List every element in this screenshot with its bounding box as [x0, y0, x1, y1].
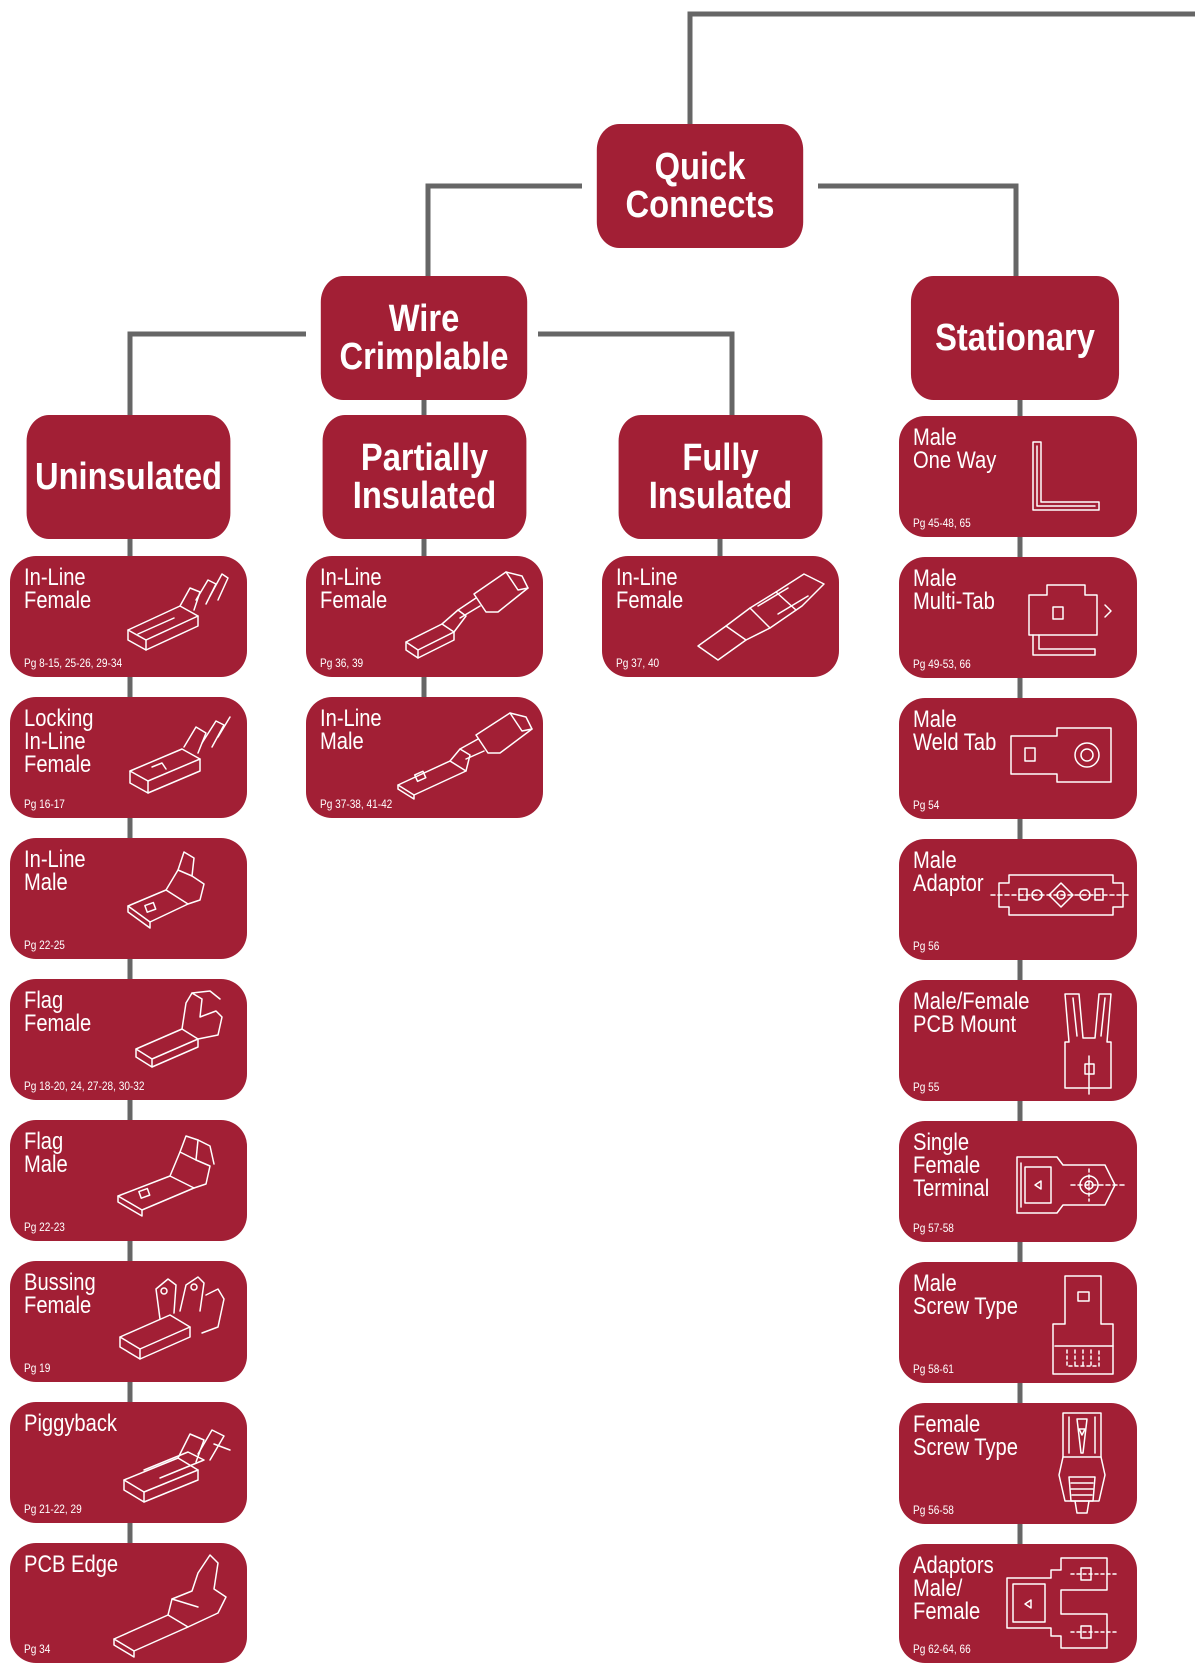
leaf-label: In-Line Female [616, 564, 684, 614]
leaf-pages: Pg 36, 39 [320, 656, 364, 670]
partially-insulated-node[interactable]: Partially Insulated [322, 415, 527, 539]
leaf-pages: Pg 45-48, 65 [913, 516, 971, 530]
fully-insulated-female-terminal-icon [697, 573, 825, 661]
in-line-female-terminal-icon [127, 573, 229, 651]
leaf-label: Bussing Female [24, 1269, 96, 1319]
leaf-pages: Pg 8-15, 25-26, 29-34 [24, 656, 123, 670]
connector-root-wire [425, 183, 582, 280]
leaf-fully-in-line-female[interactable]: In-Line Female Pg 37, 40 [602, 556, 839, 677]
leaf-pages: Pg 16-17 [24, 797, 65, 811]
insulated-female-terminal-icon [405, 571, 529, 659]
pcb-mount-terminal-icon [1064, 993, 1112, 1095]
leaf-pages: Pg 22-25 [24, 938, 65, 952]
male-multi-tab-icon [1028, 584, 1112, 656]
quick-connects-node[interactable]: Quick Connects [596, 124, 804, 248]
in-line-male-terminal-icon [127, 851, 205, 929]
leaf-label: Adaptors Male/ Female [913, 1552, 994, 1625]
leaf-male-weld-tab[interactable]: Male Weld Tab Pg 54 [899, 698, 1137, 819]
leaf-adaptors-male-female[interactable]: Adaptors Male/ Female Pg 62-64, 66 [899, 1544, 1137, 1663]
leaf-in-line-male[interactable]: In-Line Male Pg 22-25 [10, 838, 247, 959]
leaf-label: Male/Female PCB Mount [913, 988, 1030, 1038]
pcb-edge-terminal-icon [113, 1554, 227, 1658]
leaf-female-screw-type[interactable]: Female Screw Type Pg 56-58 [899, 1403, 1137, 1524]
leaf-label: Male Weld Tab [913, 706, 997, 756]
leaf-label: In-Line Female [24, 564, 92, 614]
connector-wire-fully [538, 331, 735, 420]
leaf-pages: Pg 37, 40 [616, 656, 660, 670]
uninsulated-node[interactable]: Uninsulated [26, 415, 231, 539]
leaf-label: Female Screw Type [913, 1411, 1018, 1461]
leaf-pages: Pg 56-58 [913, 1503, 954, 1517]
leaf-label: Male Screw Type [913, 1270, 1018, 1320]
leaf-male-screw-type[interactable]: Male Screw Type Pg 58-61 [899, 1262, 1137, 1383]
leaf-pages: Pg 34 [24, 1642, 51, 1656]
leaf-pages: Pg 55 [913, 1080, 940, 1094]
flag-male-terminal-icon [117, 1135, 215, 1217]
leaf-label: Male Adaptor [913, 847, 984, 897]
leaf-partial-in-line-male[interactable]: In-Line Male Pg 37-38, 41-42 [306, 697, 543, 818]
female-screw-type-icon [1058, 1412, 1106, 1514]
connector-wire-uninsulated [127, 331, 306, 420]
leaf-label: In-Line Male [320, 705, 382, 755]
male-female-adaptor-icon [1006, 1557, 1120, 1649]
insulated-male-terminal-icon [397, 712, 533, 800]
fully-insulated-node[interactable]: Fully Insulated [618, 415, 823, 539]
leaf-pages: Pg 62-64, 66 [913, 1642, 971, 1656]
leaf-label: In-Line Female [320, 564, 388, 614]
leaf-bussing-female[interactable]: Bussing Female Pg 19 [10, 1261, 247, 1382]
leaf-label: Locking In-Line Female [24, 705, 94, 778]
bussing-female-terminal-icon [119, 1276, 225, 1360]
stationary-node[interactable]: Stationary [910, 276, 1120, 400]
leaf-male-one-way[interactable]: Male One Way Pg 45-48, 65 [899, 416, 1137, 537]
leaf-piggyback[interactable]: Piggyback Pg 21-22, 29 [10, 1402, 247, 1523]
leaf-pages: Pg 21-22, 29 [24, 1502, 82, 1516]
male-screw-type-icon [1052, 1275, 1114, 1375]
locking-in-line-female-terminal-icon [129, 716, 231, 794]
flag-female-terminal-icon [135, 990, 223, 1068]
leaf-pages: Pg 57-58 [913, 1221, 954, 1235]
leaf-pages: Pg 58-61 [913, 1362, 954, 1376]
leaf-label: Single Female Terminal [913, 1129, 990, 1202]
leaf-pcb-mount[interactable]: Male/Female PCB Mount Pg 55 [899, 980, 1137, 1101]
connector-root-top [687, 11, 1195, 130]
leaf-pages: Pg 54 [913, 798, 940, 812]
leaf-in-line-female[interactable]: In-Line Female Pg 8-15, 25-26, 29-34 [10, 556, 247, 677]
leaf-label: Male One Way [913, 424, 997, 474]
leaf-pages: Pg 19 [24, 1361, 51, 1375]
leaf-locking-in-line-female[interactable]: Locking In-Line Female Pg 16-17 [10, 697, 247, 818]
leaf-male-multi-tab[interactable]: Male Multi-Tab Pg 49-53, 66 [899, 557, 1137, 678]
leaf-pages: Pg 49-53, 66 [913, 657, 971, 671]
leaf-label: Piggyback [24, 1410, 118, 1437]
leaf-label: In-Line Male [24, 846, 86, 896]
leaf-pages: Pg 18-20, 24, 27-28, 30-32 [24, 1079, 145, 1093]
leaf-partial-in-line-female[interactable]: In-Line Female Pg 36, 39 [306, 556, 543, 677]
leaf-male-adaptor[interactable]: Male Adaptor Pg 56 [899, 839, 1137, 960]
leaf-pages: Pg 56 [913, 939, 940, 953]
leaf-flag-female[interactable]: Flag Female Pg 18-20, 24, 27-28, 30-32 [10, 979, 247, 1100]
male-weld-tab-icon [1010, 727, 1112, 783]
leaf-label: PCB Edge [24, 1551, 119, 1578]
single-female-terminal-icon [1016, 1156, 1128, 1214]
leaf-label: Male Multi-Tab [913, 565, 995, 615]
piggyback-terminal-icon [123, 1429, 231, 1503]
leaf-pages: Pg 22-23 [24, 1220, 65, 1234]
male-one-way-tab-icon [1032, 441, 1100, 511]
leaf-label: Flag Male [24, 1128, 68, 1178]
connector-root-stationary [818, 183, 1019, 280]
leaf-label: Flag Female [24, 987, 92, 1037]
leaf-flag-male[interactable]: Flag Male Pg 22-23 [10, 1120, 247, 1241]
leaf-pcb-edge[interactable]: PCB Edge Pg 34 [10, 1543, 247, 1663]
leaf-pages: Pg 37-38, 41-42 [320, 797, 393, 811]
male-adaptor-icon [990, 874, 1130, 916]
leaf-single-female-terminal[interactable]: Single Female Terminal Pg 57-58 [899, 1121, 1137, 1242]
wire-crimplable-node[interactable]: Wire Crimplable [320, 276, 528, 400]
